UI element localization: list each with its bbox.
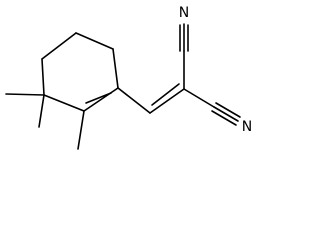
triple-bond-line: [211, 110, 237, 126]
triple-bond-line: [215, 102, 241, 118]
vinyl-bond: [117, 87, 151, 114]
ring-bond: [41, 58, 45, 96]
ring-double-bond-inner: [85, 92, 112, 104]
methyl-bond: [77, 110, 85, 150]
ring-bond: [43, 94, 85, 112]
structure-canvas: N N: [5, 5, 252, 150]
nitrile-carbon-bond-lower: [183, 88, 215, 108]
alkene-bond: [149, 88, 185, 114]
ring-bond: [75, 32, 114, 50]
molecule-structure: N N: [5, 5, 252, 150]
triple-bond-line: [213, 106, 239, 122]
methyl-bond: [5, 93, 45, 96]
nitrogen-label-top: N: [179, 5, 189, 21]
ring-bond: [41, 32, 77, 60]
ring-bond: [83, 87, 119, 112]
alkene-double-bond: [151, 83, 180, 106]
nitrogen-label-bottom: N: [242, 119, 252, 135]
ring-bond: [112, 48, 119, 89]
methyl-bond: [38, 94, 45, 128]
